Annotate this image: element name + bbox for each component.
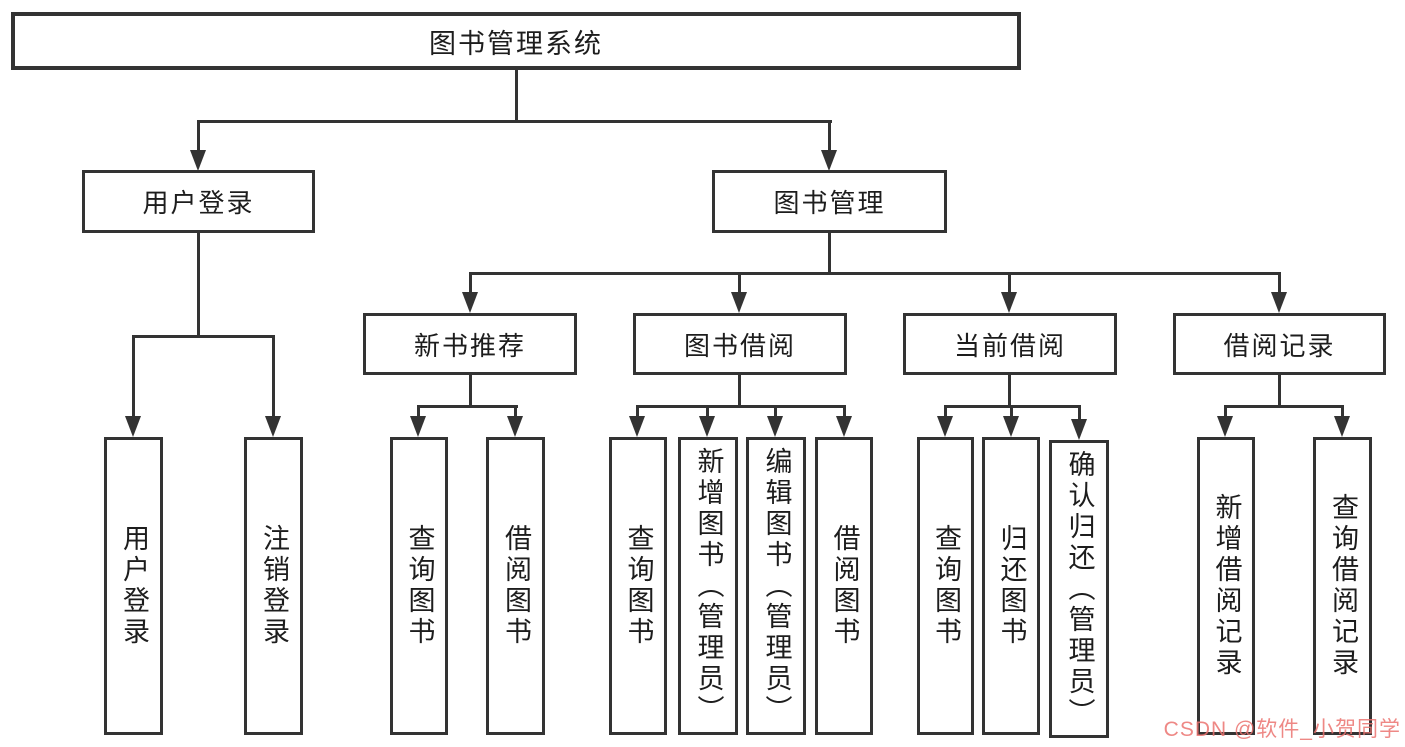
arrow-down-icon xyxy=(1071,419,1087,440)
arrow-down-icon xyxy=(265,416,281,437)
connector-line xyxy=(944,405,947,419)
connector-line xyxy=(738,272,741,294)
connector-line xyxy=(1010,405,1013,419)
arrow-down-icon xyxy=(767,416,783,437)
node-root-label: 图书管理系统 xyxy=(429,28,603,59)
node-user-login-label: 用户登录 xyxy=(142,188,255,218)
arrow-down-icon xyxy=(937,416,953,437)
node-leaf-query-borrow-record: 查询借阅记录 xyxy=(1313,437,1372,735)
node-leaf-logout: 注销登录 xyxy=(244,437,303,735)
node-leaf-borrow-books-1: 借阅图书 xyxy=(486,437,545,735)
arrow-down-icon xyxy=(125,416,141,437)
arrow-down-icon xyxy=(1334,416,1350,437)
arrow-down-icon xyxy=(190,150,206,171)
node-leaf-edit-book-label: 编辑图书（管理员） xyxy=(761,446,792,726)
connector-line xyxy=(469,375,472,408)
connector-line xyxy=(774,405,777,419)
connector-line xyxy=(1224,405,1344,408)
connector-line xyxy=(417,405,420,419)
node-leaf-add-book-label: 新增图书（管理员） xyxy=(693,446,724,726)
node-user-login: 用户登录 xyxy=(82,170,315,233)
connector-line xyxy=(636,405,846,408)
arrow-down-icon xyxy=(629,416,645,437)
connector-line xyxy=(417,405,518,408)
node-borrowing-records-label: 借阅记录 xyxy=(1223,330,1336,361)
connector-line xyxy=(197,120,832,123)
node-leaf-borrow-books-2-label: 借阅图书 xyxy=(829,524,860,648)
connector-line xyxy=(469,272,1281,275)
connector-line xyxy=(706,405,709,419)
arrow-down-icon xyxy=(731,292,747,313)
node-new-book-recommend-label: 新书推荐 xyxy=(413,330,526,361)
node-leaf-logout-label: 注销登录 xyxy=(259,524,289,648)
node-borrowing-records: 借阅记录 xyxy=(1173,313,1386,375)
connector-line xyxy=(843,405,846,419)
arrow-down-icon xyxy=(1003,416,1019,437)
arrow-down-icon xyxy=(821,150,837,171)
connector-line xyxy=(272,335,275,418)
connector-line xyxy=(1078,405,1081,422)
node-book-borrowing: 图书借阅 xyxy=(633,313,847,375)
node-leaf-confirm-return-label: 确认归还（管理员） xyxy=(1064,449,1095,729)
connector-line xyxy=(828,120,831,152)
node-leaf-confirm-return: 确认归还（管理员） xyxy=(1049,440,1109,738)
connector-line xyxy=(828,233,831,275)
node-leaf-borrow-books-1-label: 借阅图书 xyxy=(501,524,531,648)
node-current-borrowing-label: 当前借阅 xyxy=(953,330,1066,361)
node-current-borrowing: 当前借阅 xyxy=(903,313,1117,375)
node-leaf-query-books-1: 查询图书 xyxy=(390,437,448,735)
connector-line xyxy=(738,375,741,408)
arrow-down-icon xyxy=(836,416,852,437)
connector-line xyxy=(1008,375,1011,408)
connector-line xyxy=(636,405,639,419)
node-leaf-user-login: 用户登录 xyxy=(104,437,163,735)
node-book-borrowing-label: 图书借阅 xyxy=(683,330,796,361)
node-leaf-add-book: 新增图书（管理员） xyxy=(678,437,738,735)
arrow-down-icon xyxy=(699,416,715,437)
arrow-down-icon xyxy=(1217,416,1233,437)
arrow-down-icon xyxy=(462,292,478,313)
node-leaf-query-books-3: 查询图书 xyxy=(917,437,974,735)
connector-line xyxy=(514,405,517,419)
node-new-book-recommend: 新书推荐 xyxy=(363,313,577,375)
arrow-down-icon xyxy=(1001,292,1017,313)
node-leaf-add-borrow-record: 新增借阅记录 xyxy=(1197,437,1255,735)
node-leaf-borrow-books-2: 借阅图书 xyxy=(815,437,873,735)
connector-line xyxy=(1278,375,1281,408)
connector-line xyxy=(1341,405,1344,419)
node-leaf-return-book-label: 归还图书 xyxy=(996,524,1027,648)
node-leaf-add-borrow-record-label: 新增借阅记录 xyxy=(1211,493,1242,679)
node-book-management: 图书管理 xyxy=(712,170,947,233)
csdn-watermark: CSDN @软件_小贺同学 xyxy=(1163,718,1401,741)
node-leaf-edit-book: 编辑图书（管理员） xyxy=(746,437,806,735)
node-leaf-query-borrow-record-label: 查询借阅记录 xyxy=(1328,493,1358,679)
connector-line xyxy=(197,233,200,335)
node-leaf-query-books-1-label: 查询图书 xyxy=(404,524,435,648)
connector-line xyxy=(132,335,275,338)
connector-line xyxy=(469,272,472,294)
connector-line xyxy=(197,120,200,152)
node-leaf-return-book: 归还图书 xyxy=(982,437,1040,735)
connector-line xyxy=(515,70,518,121)
connector-line xyxy=(1224,405,1227,419)
node-book-management-label: 图书管理 xyxy=(773,188,886,218)
node-leaf-query-books-2-label: 查询图书 xyxy=(623,524,654,648)
connector-line xyxy=(1278,272,1281,294)
node-leaf-query-books-2: 查询图书 xyxy=(609,437,667,735)
connector-line xyxy=(1008,272,1011,294)
arrow-down-icon xyxy=(507,416,523,437)
node-leaf-query-books-3-label: 查询图书 xyxy=(931,524,961,648)
node-leaf-user-login-label: 用户登录 xyxy=(119,524,149,648)
connector-line xyxy=(132,335,135,418)
node-root: 图书管理系统 xyxy=(11,12,1021,70)
arrow-down-icon xyxy=(410,416,426,437)
arrow-down-icon xyxy=(1271,292,1287,313)
